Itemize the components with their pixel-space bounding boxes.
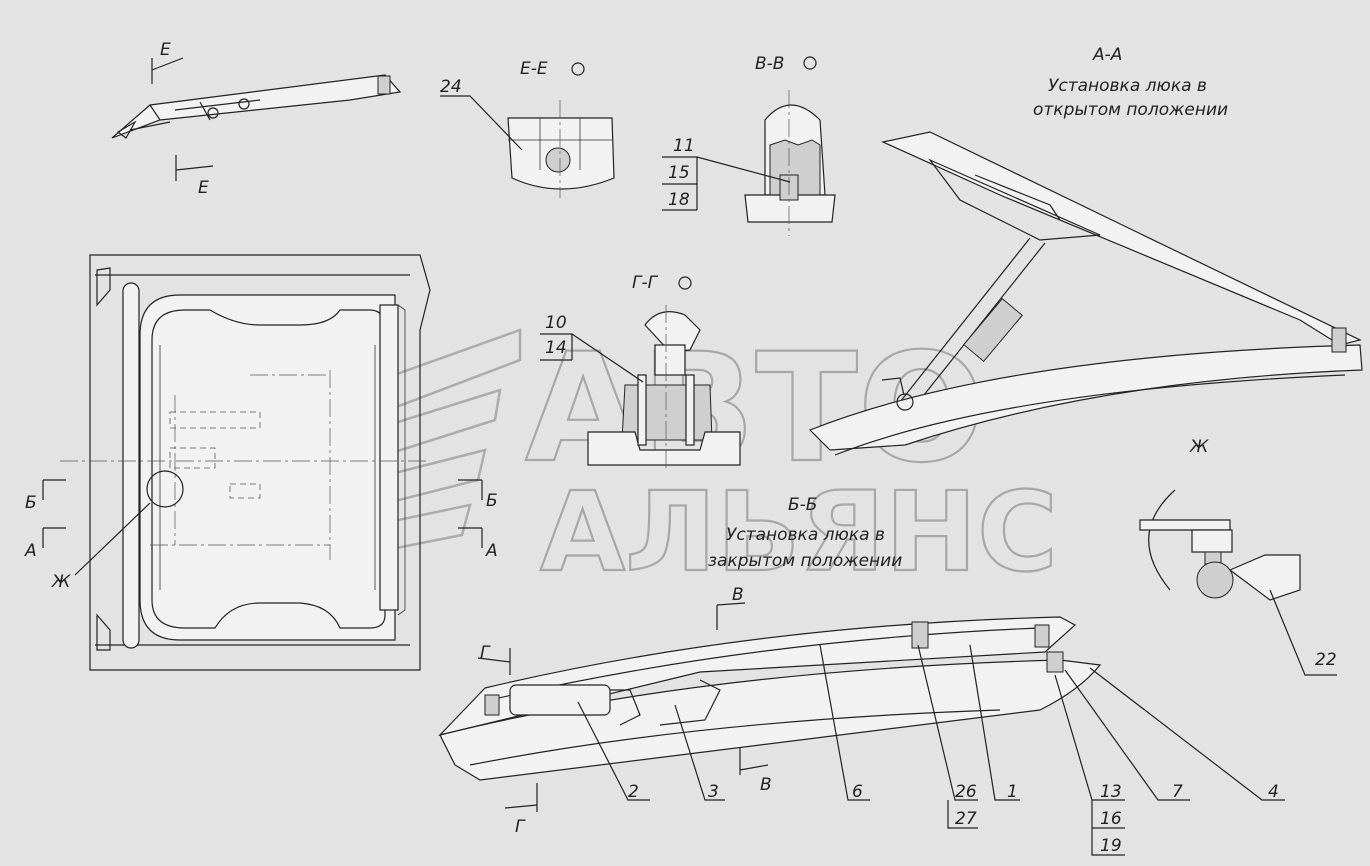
section-mark-e-top: Е	[160, 40, 171, 60]
callout-26: 26	[955, 782, 977, 802]
callout-3: 3	[708, 782, 719, 802]
callout-13: 13	[1100, 782, 1122, 802]
callout-10: 10	[545, 313, 567, 333]
callout-11: 11	[673, 136, 695, 156]
section-mark-b-right: Б	[486, 491, 498, 511]
callout-15: 15	[668, 163, 690, 183]
view-ee-title: Е-Е	[520, 59, 548, 79]
callout-27: 27	[955, 809, 977, 829]
section-mark-b-left: Б	[25, 493, 37, 513]
top-left-hatch-view: Е Е	[111, 40, 402, 198]
view-zh: Ж 22	[1139, 437, 1337, 676]
section-mark-zh-plan: Ж	[51, 572, 71, 592]
section-mark-v-top: В	[732, 585, 744, 605]
section-mark-g-bottom: Г	[515, 817, 526, 837]
section-mark-e-bottom: Е	[198, 178, 209, 198]
view-gg: Г-Г 10 14	[540, 273, 741, 470]
view-aa-subtitle-line1: Установка люка в	[1048, 76, 1207, 96]
callout-22: 22	[1315, 650, 1337, 670]
view-zh-title: Ж	[1189, 437, 1209, 457]
callout-1: 1	[1007, 782, 1018, 802]
view-aa-title: А-А	[1092, 45, 1122, 65]
callout-16: 16	[1100, 809, 1122, 829]
view-bb-subtitle-line1: Установка люка в	[726, 525, 885, 545]
view-bb-subtitle-line2: закрытом положении	[708, 551, 902, 571]
plan-view: Б А Б А Ж	[24, 254, 498, 671]
callout-6: 6	[852, 782, 863, 802]
callout-19: 19	[1100, 836, 1122, 856]
view-aa-subtitle-line2: открытом положении	[1033, 100, 1228, 120]
callout-24: 24	[440, 77, 462, 97]
view-aa: А-А Установка люка в открытом положении	[808, 45, 1363, 456]
section-mark-a-left: А	[24, 541, 37, 561]
callout-2: 2	[628, 782, 639, 802]
watermark-line2: АЛЬЯНС	[540, 468, 1058, 596]
view-bb: Б-Б Установка люка в закрытом положении …	[438, 495, 1285, 856]
callout-4: 4	[1268, 782, 1279, 802]
view-vv: В-В 11 15 18	[662, 54, 836, 236]
callout-14: 14	[545, 338, 567, 358]
section-mark-a-right: А	[485, 541, 498, 561]
section-mark-v-bottom: В	[760, 775, 772, 795]
view-gg-title: Г-Г	[632, 273, 659, 293]
view-vv-title: В-В	[755, 54, 784, 74]
view-bb-title: Б-Б	[788, 495, 817, 515]
callout-18: 18	[668, 190, 690, 210]
view-ee: Е-Е 24	[440, 59, 615, 198]
callout-7: 7	[1172, 782, 1183, 802]
section-mark-g-top: Г	[480, 643, 491, 663]
